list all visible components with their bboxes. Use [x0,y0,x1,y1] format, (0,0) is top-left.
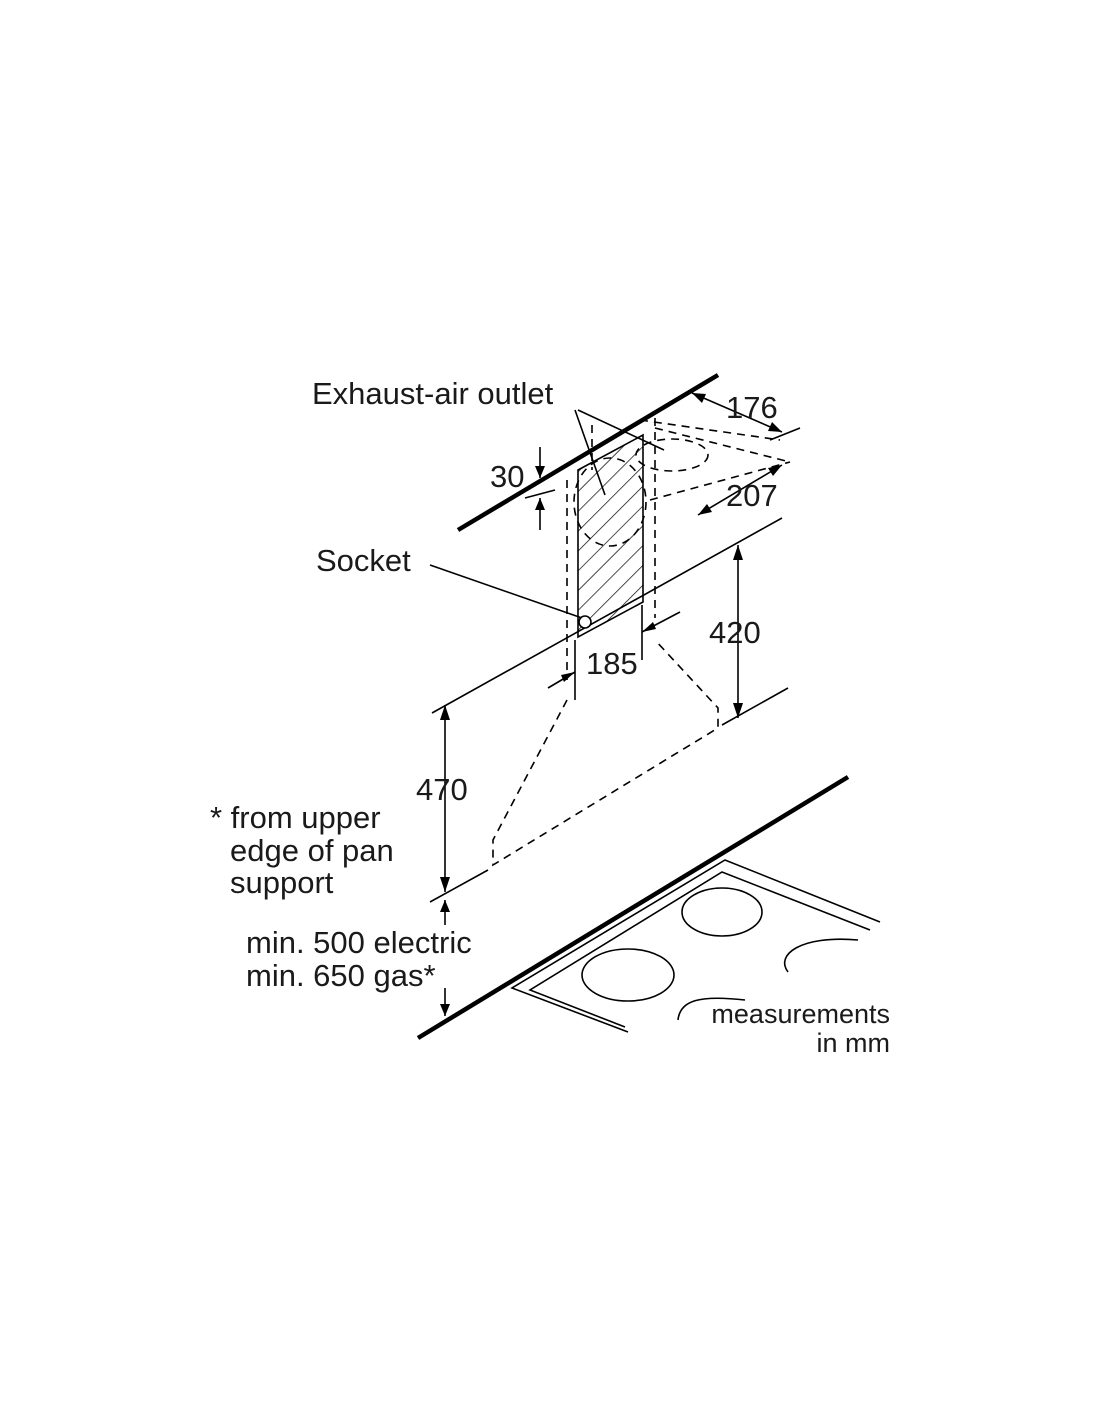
cooking-zone-rear-left [681,887,763,937]
dim-label-185: 185 [586,646,638,681]
dim-185-arrow-right [642,622,656,632]
dim-207-arrow-a [698,504,712,515]
ceiling-line [456,373,720,532]
label-exhaust-air-outlet: Exhaust-air outlet [312,376,554,411]
socket-icon [578,615,592,629]
dim-176-arrow-a [692,393,706,403]
dim-label-470: 470 [416,772,468,807]
dim-470-ext-bottom [429,869,489,903]
min-clearance-line-1: min. 500 electric [246,925,472,960]
cooking-zone-front-right [677,997,746,1021]
dim-30-ext [524,489,556,499]
dim-label-176: 176 [726,390,778,425]
exhaust-outlet-circle-top [635,438,709,472]
dim-420-arrow-top [733,545,743,560]
footnote-line-3: support [230,865,334,900]
dim-470-arrow-top [440,705,450,720]
socket-leader [429,564,583,619]
dim-185-arrow-left [561,672,575,682]
worktop-edge [416,775,850,1040]
dim-label-30: 30 [490,459,524,494]
exhaust-leader-1 [574,409,606,496]
footnote-line-2: edge of pan [230,833,394,868]
duct-top-bottom-edge [649,461,791,501]
dim-label-207: 207 [726,478,778,513]
dim-207-line [697,464,783,516]
cooking-zone-rear-right [783,938,859,973]
exhaust-outlet-circle-front [573,457,647,547]
dim-min-arrow-bottom [440,1004,450,1016]
dim-30-arrow-bottom [535,498,545,510]
cooktop-inner [528,871,871,1028]
dim-470-arrow-bottom [440,877,450,892]
units-note-line-1: measurements [711,999,890,1029]
label-socket: Socket [316,543,411,578]
dim-30-arrow-top [535,466,545,478]
dim-176-ext [769,427,801,441]
min-clearance-line-2: min. 650 gas* [246,958,436,993]
cooktop-outer [510,859,881,1033]
wall-lower-line [721,687,789,726]
dim-176-line [691,392,783,433]
dim-176-arrow-b [768,422,782,432]
footnote-line-1: * from upper [210,800,381,835]
duct-top-right-edge [654,427,791,463]
cooking-zone-front-left [581,948,675,1002]
socket-zone-hatched [577,433,644,639]
duct-top-edge [639,419,781,441]
units-note-line-2: in mm [817,1028,891,1058]
dim-label-420: 420 [709,615,761,650]
hood-outline [492,639,719,867]
dim-420-arrow-bottom [733,703,743,718]
dim-207-arrow-b [768,465,782,476]
exhaust-leader-2 [577,409,665,451]
